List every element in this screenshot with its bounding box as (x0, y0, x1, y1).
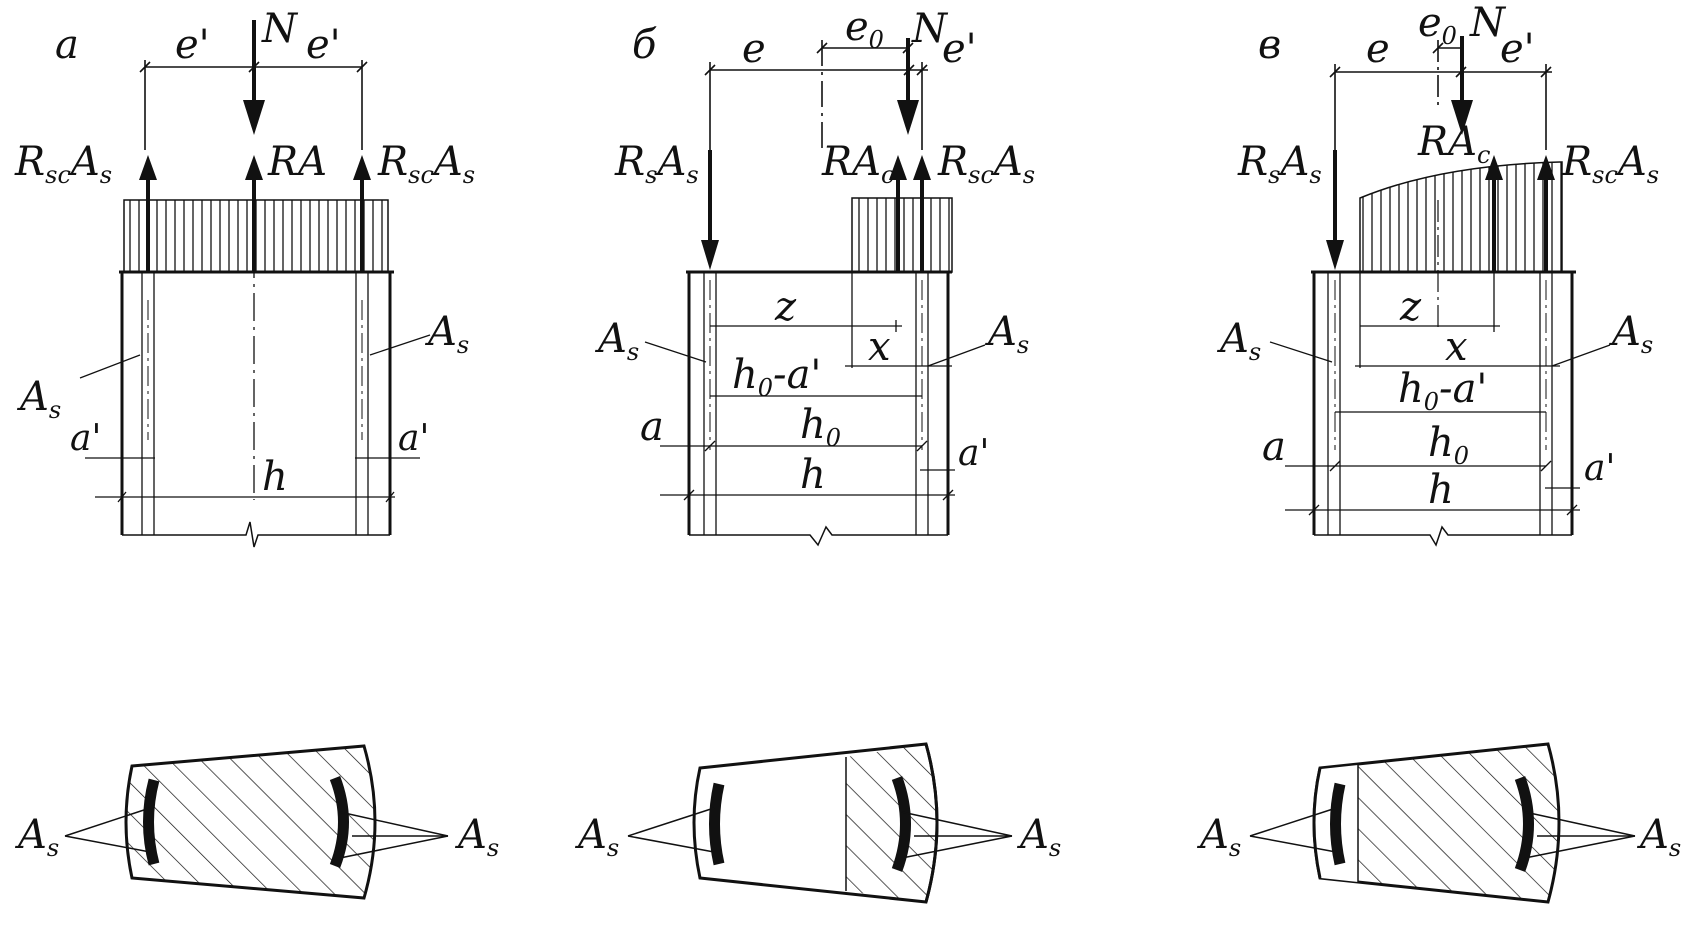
bottom-As-prime-right: As (454, 812, 499, 862)
label-As-prime-right: As (984, 309, 1029, 359)
dim-e: e (1366, 26, 1390, 72)
label-As-prime-right: As (424, 309, 469, 359)
force-RAc: RAc (821, 139, 894, 189)
dim-z: z (1399, 284, 1422, 330)
force-arrows (701, 150, 931, 272)
dim-a-prime: a' (1584, 448, 1615, 489)
force-arrows-up (139, 155, 371, 272)
force-N-arrow (243, 20, 265, 135)
dim-x: x (868, 324, 891, 370)
panel-b-letter: б (632, 22, 657, 68)
dim-e-prime-left: e' (175, 22, 210, 68)
panel-b: б e e0 N e' Rs (574, 4, 1061, 904)
label-As-left: As (1216, 316, 1261, 366)
dim-e-prime-right: e' (306, 22, 341, 68)
dim-h0: h0 (1428, 420, 1469, 470)
bottom-As-prime-right: As (1636, 812, 1681, 862)
dim-h0: h0 (800, 402, 841, 452)
force-RA: RA (267, 139, 327, 185)
bottom-As-left: As (574, 812, 619, 862)
dim-e-prime: e' (942, 26, 977, 72)
force-RscAs: RscAs (1561, 139, 1659, 189)
label-As-left: As (594, 316, 639, 366)
force-RscAs: RscAs (937, 139, 1035, 189)
force-N-label: N (911, 6, 949, 52)
cross-section-a (64, 744, 449, 900)
dim-e-prime: e' (1500, 26, 1535, 72)
dim-a-prime: a' (958, 433, 989, 474)
dim-a: a (1262, 424, 1286, 470)
force-N-arrow (1451, 36, 1473, 135)
dim-z: z (774, 284, 797, 330)
bottom-As-left: As (1196, 812, 1241, 862)
dim-a-prime-right: a' (398, 418, 429, 459)
section-body-b (644, 270, 986, 547)
force-N-label: N (261, 6, 299, 52)
bottom-As-prime-right: As (1016, 812, 1061, 862)
dim-a-prime-left: a' (70, 418, 101, 459)
force-N-label: N (1469, 0, 1507, 46)
dim-e0: e0 (1418, 0, 1457, 50)
compression-stress-block (851, 197, 953, 273)
force-arrows (1326, 150, 1555, 272)
dim-e0: e0 (845, 4, 884, 54)
force-RsAs: RsAs (1237, 139, 1322, 189)
bottom-As-prime-left: As (14, 812, 59, 862)
section-body-c (1269, 200, 1611, 547)
dim-x: x (1445, 324, 1468, 370)
force-RscAs-left: RscAs (14, 139, 112, 189)
panel-a-letter: а (55, 22, 79, 68)
panel-a: а e' e' N RscAs RA (14, 6, 499, 900)
force-N-arrow (897, 38, 919, 135)
dim-h0-minus-a-prime: h0-a' (1398, 366, 1487, 416)
force-RscAs-right: RscAs (377, 139, 475, 189)
dim-e: e (742, 26, 766, 72)
section-body-a (79, 250, 431, 548)
dim-a: a (640, 404, 664, 450)
panel-c-letter: в (1258, 22, 1281, 68)
cross-section-c (1249, 742, 1636, 904)
label-As-prime-left: As (16, 374, 61, 424)
dim-h: h (262, 454, 288, 500)
curved-stress-block (1359, 161, 1563, 273)
label-As-prime-right: As (1608, 309, 1653, 359)
dim-h: h (800, 452, 826, 498)
force-RAc: RAc (1417, 119, 1490, 169)
panel-c: в e e0 N e' RsAs (1196, 0, 1681, 904)
dim-h0-minus-a-prime: h0-a' (732, 352, 821, 402)
cross-section-b (627, 742, 1013, 904)
dim-h: h (1428, 467, 1454, 513)
force-RsAs: RsAs (614, 139, 699, 189)
